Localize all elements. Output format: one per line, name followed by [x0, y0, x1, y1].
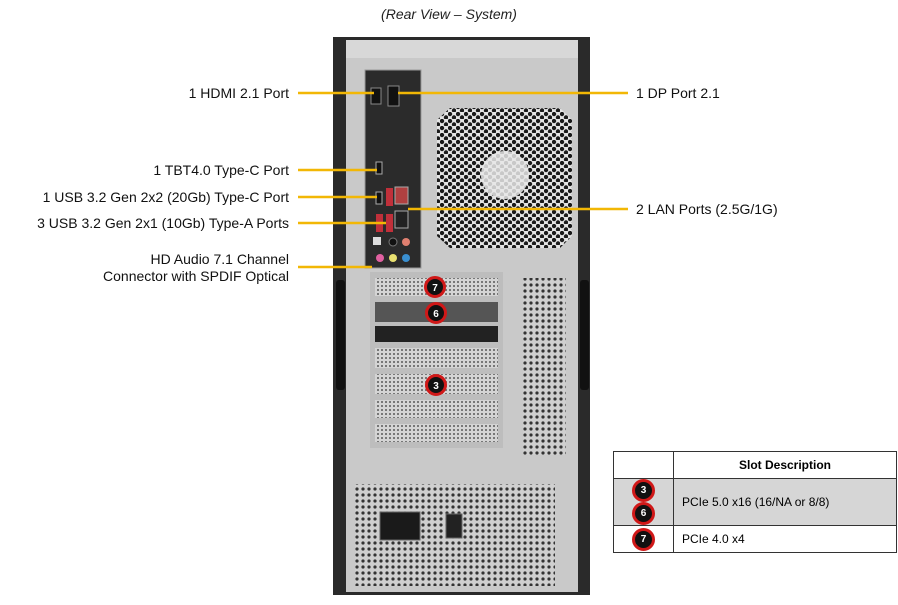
table-row: 36 PCIe 5.0 x16 (16/NA or 8/8) [613, 478, 897, 526]
label-dp: 1 DP Port 2.1 [636, 85, 720, 101]
spdif-port [373, 237, 381, 245]
lan-port [394, 186, 409, 205]
slot-badge: 7 [632, 527, 655, 551]
callout-lines [298, 91, 628, 269]
svg-text:3: 3 [433, 381, 439, 392]
slot-badge: 3 [632, 479, 655, 502]
label-lan: 2 LAN Ports (2.5G/1G) [636, 201, 778, 217]
svg-text:6: 6 [433, 309, 439, 320]
label-usb-c: 1 USB 3.2 Gen 2x2 (20Gb) Type-C Port [42, 189, 289, 205]
slot-description: PCIe 5.0 x16 (16/NA or 8/8) [673, 478, 897, 526]
table-header: Slot Description [673, 451, 897, 479]
diagram-title: (Rear View – System) [381, 6, 517, 22]
slot-description-table: Slot Description 36 PCIe 5.0 x16 (16/NA … [613, 451, 897, 553]
usb-a-port [386, 214, 393, 232]
label-tbt: 1 TBT4.0 Type-C Port [153, 162, 289, 178]
power-switch [445, 513, 463, 539]
lan-port [394, 210, 409, 229]
slot-badge: 6 [632, 502, 655, 525]
table-row: 7 PCIe 4.0 x4 [613, 525, 897, 553]
label-audio-line1: HD Audio 7.1 Channel [150, 251, 289, 267]
svg-text:7: 7 [432, 283, 438, 294]
label-hdmi: 1 HDMI 2.1 Port [188, 85, 289, 101]
slot-badge-3: 3 [425, 374, 447, 396]
slot-badge-7: 7 [424, 276, 446, 298]
slot-description: PCIe 4.0 x4 [673, 525, 897, 553]
label-audio-line2: Connector with SPDIF Optical [103, 268, 289, 284]
tbt-port [375, 161, 383, 175]
side-vent [523, 278, 566, 455]
label-usb-a: 3 USB 3.2 Gen 2x1 (10Gb) Type-A Ports [37, 215, 289, 231]
hdmi-port [370, 87, 382, 105]
usb-a-port [386, 188, 393, 206]
label-audio: HD Audio 7.1 Channel Connector with SPDI… [103, 251, 289, 285]
power-inlet [379, 511, 421, 541]
slot-badge-6: 6 [425, 302, 447, 324]
dp-port [387, 85, 400, 107]
table-header-blank [613, 451, 674, 479]
